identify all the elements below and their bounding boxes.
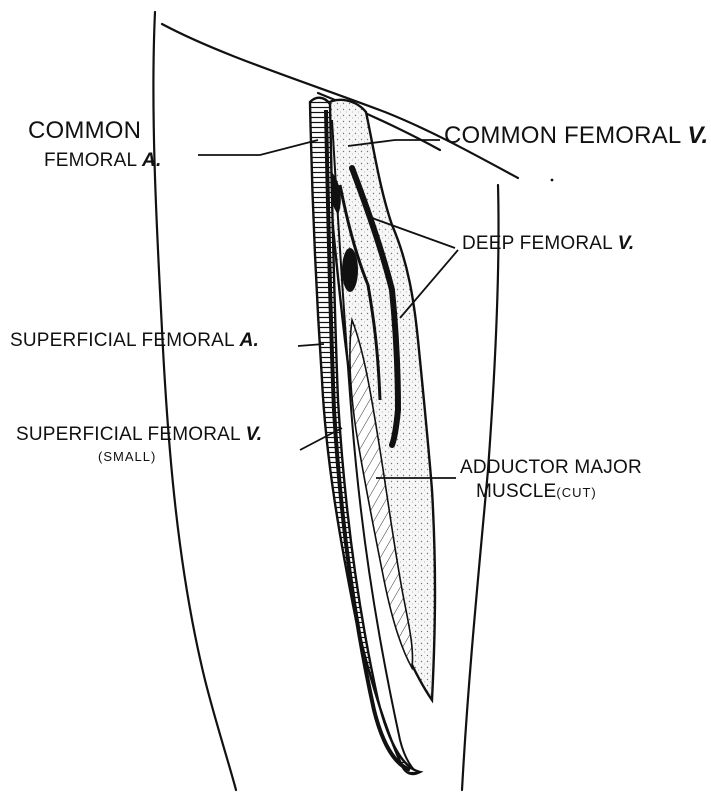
- label-adductor-major-muscle: ADDUCTOR MAJOR MUSCLE(CUT): [460, 456, 642, 505]
- leader-common-femoral-artery: [198, 140, 318, 155]
- vein-group: [325, 100, 435, 700]
- label-deep-femoral-vein-suffix: V.: [618, 233, 635, 254]
- label-common-femoral-vein-suffix: V.: [687, 122, 708, 149]
- label-superficial-femoral-artery-text: SUPERFICIAL FEMORAL: [10, 330, 234, 351]
- label-superficial-femoral-artery: SUPERFICIAL FEMORAL A.: [10, 330, 259, 352]
- label-common-femoral-vein: COMMON FEMORAL V.: [444, 122, 708, 150]
- label-common-femoral-artery: COMMON FEMORAL A.: [28, 116, 161, 176]
- label-adductor-major-muscle-note: (CUT): [556, 485, 596, 500]
- label-superficial-femoral-vein-text: SUPERFICIAL FEMORAL: [16, 424, 240, 445]
- label-common-femoral-vein-text: COMMON FEMORAL: [444, 122, 681, 149]
- thigh-left-contour: [153, 12, 236, 790]
- label-superficial-femoral-vein-note: (SMALL): [98, 449, 156, 464]
- label-superficial-femoral-vein-suffix: V.: [246, 424, 263, 445]
- label-common-femoral-artery-line2: FEMORAL: [44, 150, 137, 171]
- label-deep-femoral-vein-text: DEEP FEMORAL: [462, 233, 612, 254]
- label-common-femoral-artery-suffix: A.: [142, 150, 161, 171]
- label-adductor-major-muscle-line2: MUSCLE: [476, 481, 556, 502]
- label-superficial-femoral-artery-suffix: A.: [240, 330, 259, 351]
- label-deep-femoral-vein: DEEP FEMORAL V.: [462, 233, 634, 255]
- vessel-lumen: [342, 248, 358, 292]
- label-common-femoral-artery-line1: COMMON: [28, 117, 141, 144]
- stray-dot: [551, 179, 554, 182]
- label-superficial-femoral-vein: SUPERFICIAL FEMORAL V. (SMALL): [16, 424, 262, 468]
- label-adductor-major-muscle-line1: ADDUCTOR MAJOR: [460, 457, 642, 478]
